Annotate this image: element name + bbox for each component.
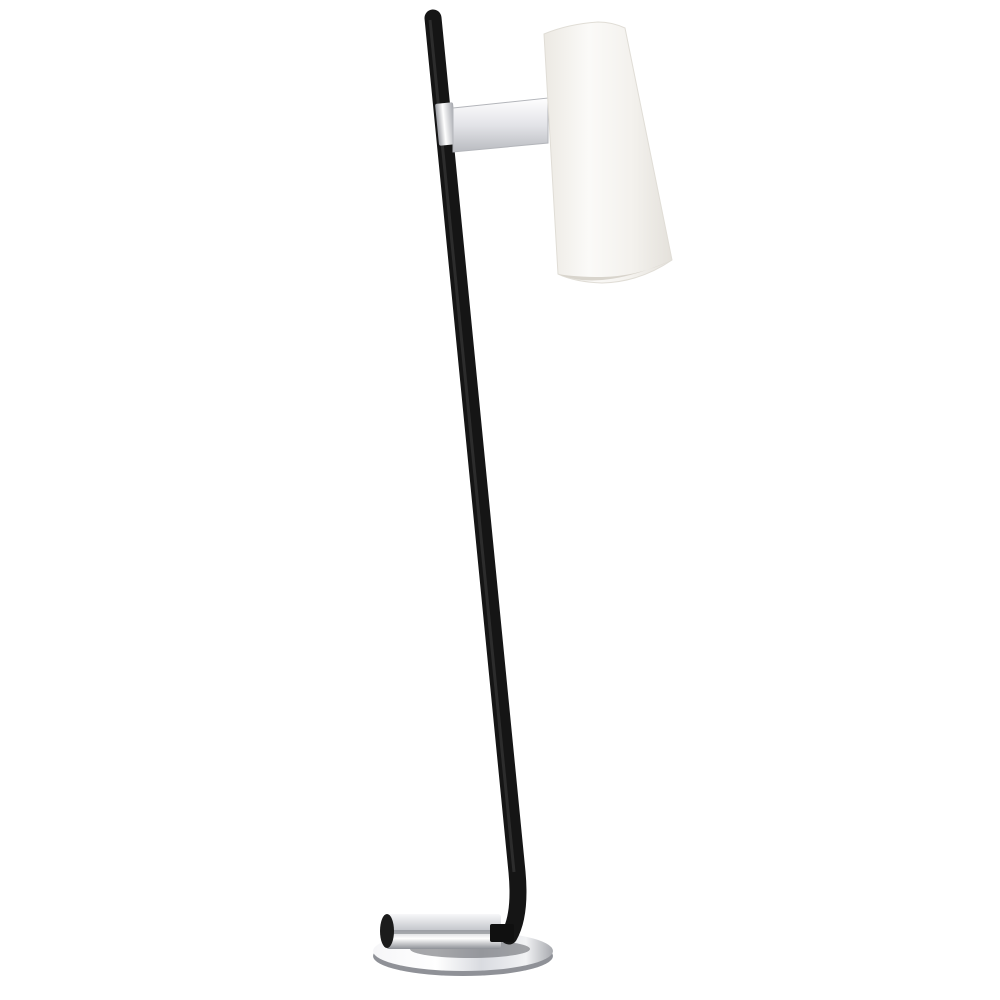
stem-collar <box>435 102 457 146</box>
lamp-stem <box>424 9 527 945</box>
lamp-shade <box>543 21 673 284</box>
base-block <box>380 914 501 949</box>
shade-arm <box>452 97 549 153</box>
